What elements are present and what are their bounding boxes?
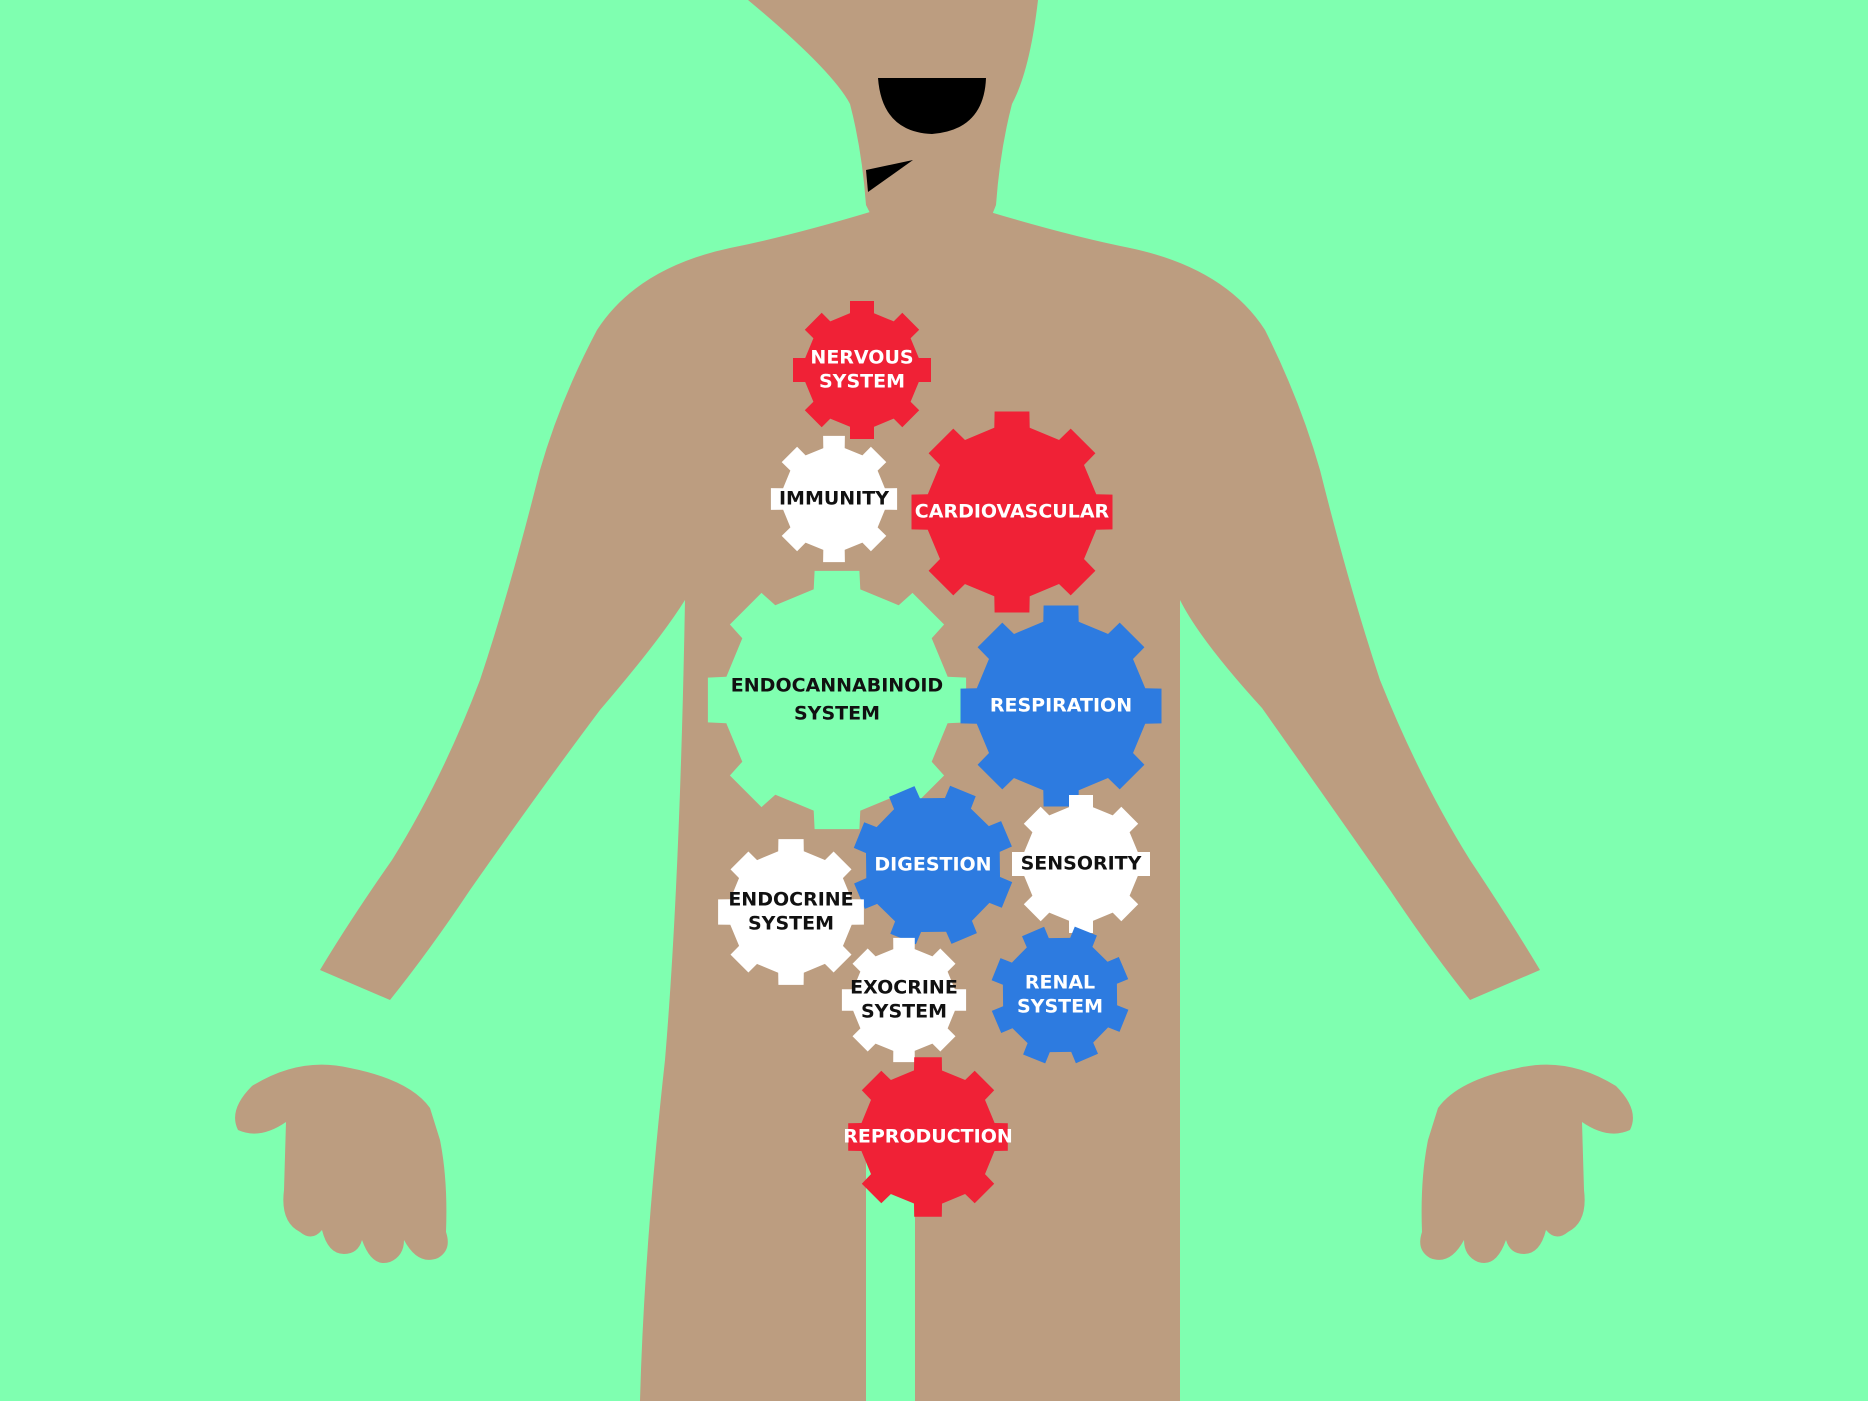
gear-endocrine-system-label: ENDOCRINE xyxy=(728,889,853,911)
right-hand xyxy=(1420,1064,1633,1264)
gear-cardiovascular-shape xyxy=(911,411,1113,613)
gear-renal-system-label: SYSTEM xyxy=(1017,996,1103,1018)
gear-reproduction-shape xyxy=(848,1057,1008,1217)
gear-exocrine-system-label: SYSTEM xyxy=(861,1001,947,1023)
gear-endocannabinoid-system: ENDOCANNABINOID SYSTEM xyxy=(707,570,967,830)
left-hand xyxy=(235,1064,448,1264)
gear-respiration-label: RESPIRATION xyxy=(990,695,1132,717)
gear-reproduction: REPRODUCTION xyxy=(843,1057,1013,1217)
gear-reproduction-label: REPRODUCTION xyxy=(843,1126,1013,1148)
gears-layer: NERVOUSSYSTEMIMMUNITYCARDIOVASCULARENDOC… xyxy=(707,301,1162,1217)
gear-endocannabinoid-system-label: ENDOCANNABINOID xyxy=(731,675,943,697)
gear-endocannabinoid-system-shape xyxy=(707,570,967,830)
gear-renal-system-label: RENAL xyxy=(1025,972,1095,994)
gear-digestion-shape xyxy=(853,785,1013,945)
gear-immunity: IMMUNITY xyxy=(770,435,898,563)
gear-sensority-label: SENSORITY xyxy=(1021,853,1142,875)
gear-digestion: DIGESTION xyxy=(853,785,1013,945)
gear-nervous-system-shape xyxy=(793,301,931,439)
chin-shadow xyxy=(866,160,913,192)
mouth xyxy=(878,78,986,134)
gear-respiration: RESPIRATION xyxy=(960,605,1162,807)
gear-digestion-label: DIGESTION xyxy=(874,854,991,876)
gear-sensority-shape xyxy=(1012,795,1150,933)
gear-immunity-label: IMMUNITY xyxy=(779,488,889,510)
gear-nervous-system-label: SYSTEM xyxy=(819,371,905,393)
gear-respiration-shape xyxy=(960,605,1162,807)
gear-endocrine-system-label: SYSTEM xyxy=(748,913,834,935)
gear-endocannabinoid-system-label: SYSTEM xyxy=(794,703,880,725)
gear-cardiovascular: CARDIOVASCULAR xyxy=(911,411,1113,613)
gear-sensority: SENSORITY xyxy=(1012,795,1150,933)
gear-immunity-shape xyxy=(770,435,898,563)
gear-renal-system-shape xyxy=(991,926,1129,1064)
gear-exocrine-system-label: EXOCRINE xyxy=(850,977,958,999)
gear-nervous-system-label: NERVOUS xyxy=(810,347,913,369)
gear-exocrine-system-shape xyxy=(841,937,967,1063)
gear-endocrine-system-shape xyxy=(718,839,864,985)
gear-cardiovascular-label: CARDIOVASCULAR xyxy=(915,501,1110,523)
